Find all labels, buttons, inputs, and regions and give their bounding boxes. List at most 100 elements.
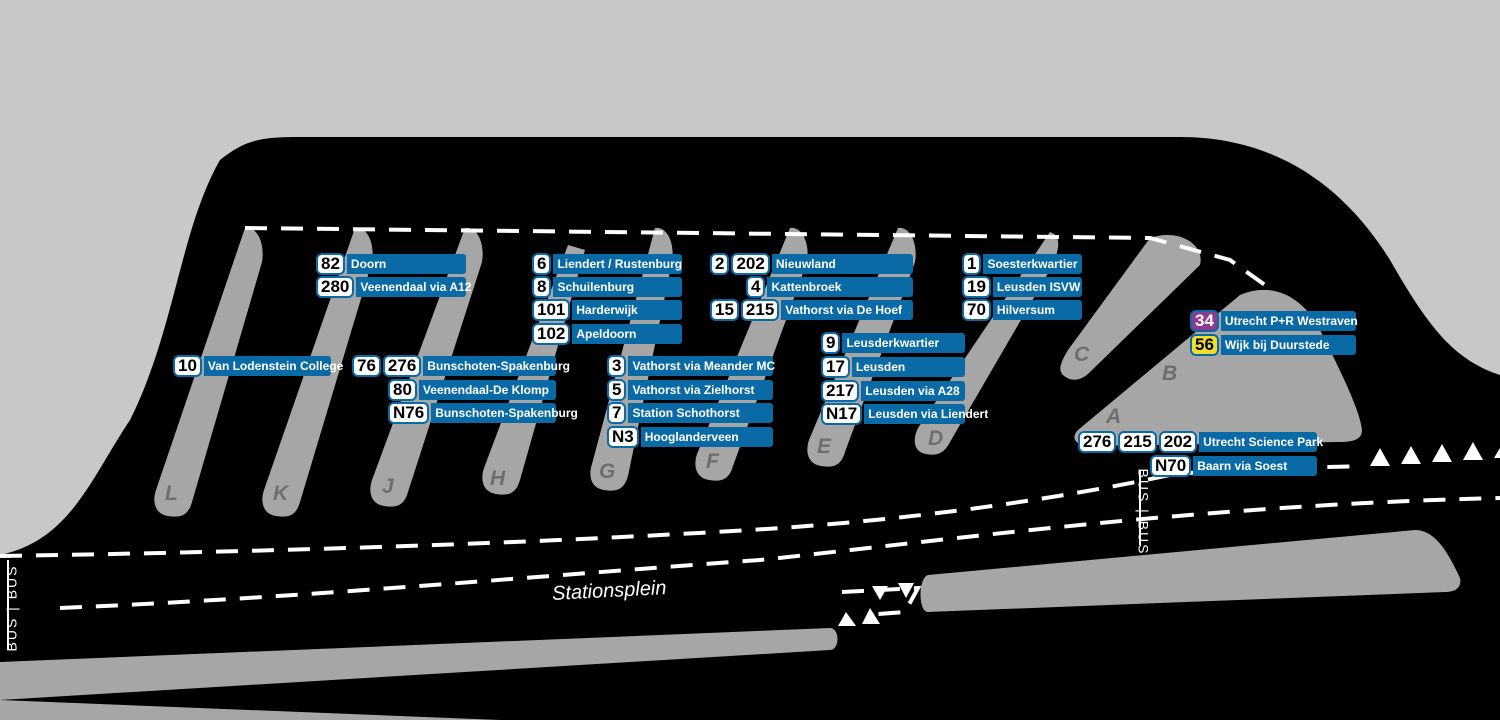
yield-triangles: [838, 442, 1500, 626]
line-number-badge: 56: [1190, 334, 1219, 356]
yield-triangle: [1370, 448, 1390, 466]
destination-label: Apeldoorn: [572, 324, 682, 344]
destination-label: Veenendaal via A12: [356, 277, 471, 297]
line-number-badge: 202: [731, 253, 770, 275]
destination-label: Station Schothorst: [628, 403, 773, 423]
destination-label: Hilversum: [992, 300, 1082, 320]
line-number-badge: 82: [316, 253, 345, 275]
yield-triangle: [838, 612, 856, 626]
line-number-badge: 215: [1118, 431, 1157, 453]
lane-top: [244, 226, 1267, 287]
bay-letter-j: J: [382, 475, 394, 498]
destination-label: Liendert / Rustenburg: [553, 254, 682, 274]
platform-stationsplein: [0, 628, 838, 700]
bay-letter-e: E: [817, 435, 832, 458]
destination-label: Vathorst via De Hoef: [781, 300, 913, 320]
destination-label: Leusden: [851, 357, 965, 377]
destination-label: Utrecht P+R Westraven: [1220, 311, 1358, 331]
destination-label: Nieuwland: [771, 254, 913, 274]
platform-east: [920, 530, 1461, 612]
destination-label: Baarn via Soest: [1193, 456, 1317, 476]
destination-label: Bunschoten-Spakenburg: [423, 356, 570, 376]
line-number-badge: 80: [388, 379, 417, 401]
destination-label: Wijk bij Duurstede: [1220, 335, 1356, 355]
destination-label: Leusderkwartier: [842, 333, 965, 353]
destination-label: Leusden ISVW: [992, 277, 1082, 297]
yield-triangle: [898, 583, 914, 598]
yield-triangle: [1432, 444, 1452, 462]
line-number-badge: 202: [1158, 431, 1198, 453]
destination-label: Vathorst via Meander MC: [628, 356, 775, 376]
line-number-badge: 5: [607, 379, 627, 401]
destination-label: Bunschoten-Spakenburg: [431, 403, 578, 423]
line-number-badge: N70: [1150, 455, 1192, 477]
line-number-badge: 17: [821, 356, 850, 378]
line-number-badge: 10: [173, 355, 202, 377]
line-number-badge: 280: [316, 276, 355, 298]
line-number-badge: 9: [821, 332, 841, 354]
destination-label: Leusden via Liendert: [864, 404, 988, 424]
destination-label: Schuilenburg: [553, 277, 682, 297]
bay-letter-l: L: [165, 482, 178, 505]
line-number-badge: 34: [1190, 310, 1219, 332]
line-number-badge: 2: [710, 253, 730, 275]
line-number-badge: 15: [710, 299, 739, 321]
yield-triangle: [862, 608, 880, 624]
bay-letter-c: C: [1074, 343, 1090, 366]
bay-letter-f: F: [706, 450, 719, 473]
line-number-badge: 70: [962, 299, 991, 321]
line-number-badge: 217: [821, 380, 860, 402]
bay-letter-d: D: [928, 427, 944, 450]
destination-label: Soesterkwartier: [983, 254, 1082, 274]
line-number-badge: 102: [532, 323, 571, 345]
destination-label: Kattenbroek: [767, 277, 913, 297]
lane-lower: [59, 496, 1500, 610]
bay-letter-a: A: [1106, 405, 1122, 428]
bay-letter-g: G: [599, 460, 616, 483]
bus-lane-label-west: BUS | BUS: [3, 564, 20, 652]
line-number-badge: N3: [607, 426, 639, 448]
destination-label: Veenendaal-De Klomp: [418, 380, 556, 400]
line-number-badge: 1: [962, 253, 982, 275]
line-number-badge: 76: [352, 355, 381, 377]
line-number-badge: 3: [607, 355, 627, 377]
destination-label: Utrecht Science Park: [1199, 432, 1323, 452]
line-number-badge: 101: [532, 299, 571, 321]
line-number-badge: 276: [1078, 431, 1117, 453]
destination-label: Van Lodenstein College: [203, 356, 343, 376]
bus-lane-label-east: BUS | BUS: [1135, 468, 1152, 556]
destination-label: Leusden via A28: [861, 381, 965, 401]
line-number-badge: 276: [382, 355, 422, 377]
bay-letter-b: B: [1162, 362, 1178, 385]
yield-triangle: [1463, 442, 1483, 460]
destination-label: Doorn: [346, 254, 466, 274]
bay-letter-h: H: [490, 467, 506, 490]
line-number-badge: N17: [821, 403, 863, 425]
line-number-badge: 215: [740, 299, 780, 321]
destination-label: Vathorst via Zielhorst: [628, 380, 773, 400]
line-number-badge: N76: [388, 402, 430, 424]
